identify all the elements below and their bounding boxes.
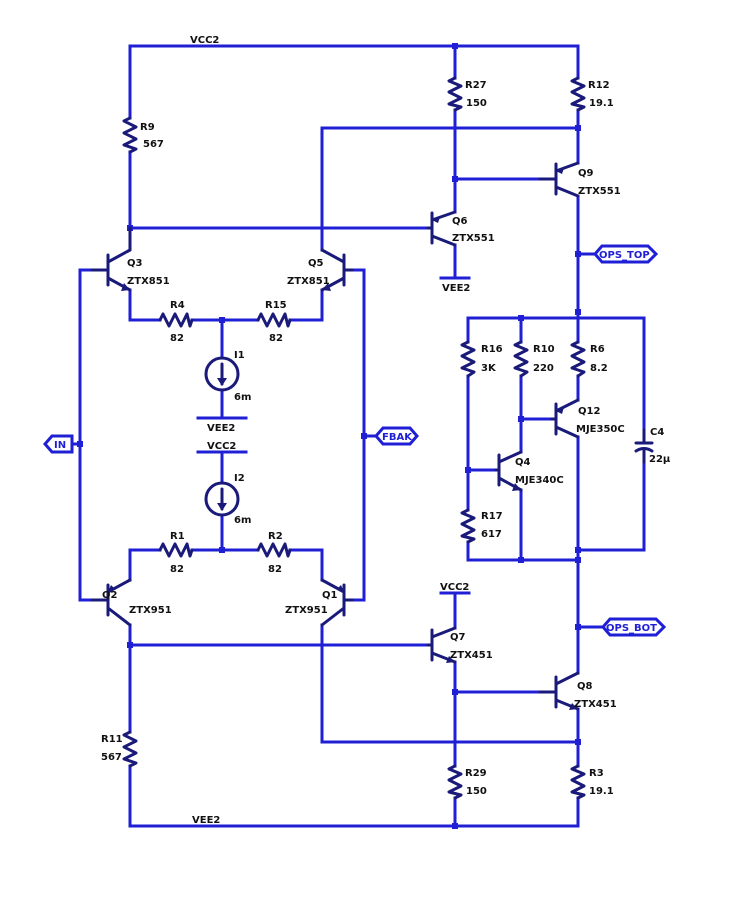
q5-ref: Q5 bbox=[308, 258, 324, 269]
r6-ref: R6 bbox=[590, 344, 605, 355]
vee-rail-label: VEE2 bbox=[192, 815, 220, 826]
r11-ref: R11 bbox=[101, 734, 123, 745]
r1-value: 82 bbox=[170, 564, 184, 575]
r12-ref: R12 bbox=[588, 80, 610, 91]
port-ops-top-label: OPS_TOP bbox=[599, 250, 650, 261]
resistor-r27: R27 150 bbox=[447, 76, 487, 112]
c4-value: 22µ bbox=[649, 454, 671, 465]
resistor-r12: R12 19.1 bbox=[570, 76, 614, 112]
r29-ref: R29 bbox=[465, 768, 487, 779]
r11-value: 567 bbox=[101, 752, 122, 763]
q4-part: MJE340C bbox=[515, 475, 564, 486]
r2-ref: R2 bbox=[268, 531, 283, 542]
port-fbak-label: FBAK bbox=[382, 432, 413, 443]
resistor-r16: R16 3K bbox=[460, 340, 503, 378]
r17-value: 617 bbox=[481, 529, 502, 540]
q3-part: ZTX851 bbox=[127, 276, 170, 287]
r6-value: 8.2 bbox=[590, 363, 608, 374]
q6-vee-label: VEE2 bbox=[442, 283, 470, 294]
resistor-r6: R6 8.2 bbox=[570, 340, 608, 378]
r10-ref: R10 bbox=[533, 344, 555, 355]
q1-ref: Q1 bbox=[322, 590, 338, 601]
transistor-q12: Q12 MJE350C bbox=[550, 398, 625, 439]
r15-value: 82 bbox=[269, 333, 283, 344]
q12-ref: Q12 bbox=[578, 406, 600, 417]
port-in: IN bbox=[43, 434, 74, 454]
q8-part: ZTX451 bbox=[574, 699, 617, 710]
current-source-i1: I1 6m bbox=[204, 350, 251, 403]
r9-value: 567 bbox=[143, 139, 164, 150]
transistor-q4: Q4 MJE340C bbox=[494, 450, 564, 492]
current-source-i2: I2 6m bbox=[204, 473, 251, 526]
r3-ref: R3 bbox=[589, 768, 604, 779]
r27-ref: R27 bbox=[465, 80, 487, 91]
i1-value: 6m bbox=[234, 392, 251, 403]
q7-part: ZTX451 bbox=[450, 650, 493, 661]
r3-value: 19.1 bbox=[589, 786, 614, 797]
wires bbox=[64, 44, 646, 828]
port-in-label: IN bbox=[54, 440, 66, 451]
transistor-q8: Q8 ZTX451 bbox=[538, 671, 617, 711]
port-ops-bot: OPS_BOT bbox=[601, 617, 667, 637]
q2-ref: Q2 bbox=[102, 590, 118, 601]
transistor-q2: Q2 ZTX951 bbox=[90, 578, 172, 627]
r27-value: 150 bbox=[466, 98, 487, 109]
resistor-r29: R29 150 bbox=[447, 764, 487, 800]
q6-part: ZTX551 bbox=[452, 233, 495, 244]
transistor-q9: Q9 ZTX551 bbox=[538, 161, 621, 198]
resistor-r3: R3 19.1 bbox=[570, 764, 614, 800]
transistor-q5: Q5 ZTX851 bbox=[287, 248, 354, 292]
transistor-q6: Q6 ZTX551 bbox=[426, 210, 495, 247]
q5-part: ZTX851 bbox=[287, 276, 330, 287]
capacitor-c4: C4 22µ bbox=[634, 427, 671, 465]
transistor-q7: Q7 ZTX451 bbox=[426, 626, 493, 664]
r12-value: 19.1 bbox=[589, 98, 614, 109]
transistor-q3: Q3 ZTX851 bbox=[90, 226, 170, 292]
q12-part: MJE350C bbox=[576, 424, 625, 435]
q9-part: ZTX551 bbox=[578, 186, 621, 197]
q4-ref: Q4 bbox=[515, 457, 531, 468]
transistor-q1: Q1 ZTX951 bbox=[285, 578, 354, 627]
resistor-r15: R15 82 bbox=[256, 300, 292, 344]
i2-ref: I2 bbox=[234, 473, 245, 484]
resistor-r1: R1 82 bbox=[158, 531, 194, 575]
resistor-r9: R9 567 bbox=[122, 116, 164, 154]
q6-ref: Q6 bbox=[452, 216, 468, 227]
i1-vee-label: VEE2 bbox=[207, 423, 235, 434]
q7-vcc-label: VCC2 bbox=[440, 582, 469, 593]
r1-ref: R1 bbox=[170, 531, 185, 542]
r4-ref: R4 bbox=[170, 300, 185, 311]
c4-ref: C4 bbox=[650, 427, 664, 438]
resistor-r17: R17 617 bbox=[460, 508, 503, 544]
r4-value: 82 bbox=[170, 333, 184, 344]
junctions bbox=[77, 43, 581, 829]
port-fbak: FBAK bbox=[374, 426, 419, 446]
resistor-r10: R10 220 bbox=[513, 340, 555, 378]
r15-ref: R15 bbox=[265, 300, 287, 311]
r10-value: 220 bbox=[533, 363, 554, 374]
port-ops-top: OPS_TOP bbox=[593, 244, 659, 264]
q8-ref: Q8 bbox=[577, 681, 593, 692]
r2-value: 82 bbox=[268, 564, 282, 575]
r17-ref: R17 bbox=[481, 511, 503, 522]
q3-ref: Q3 bbox=[127, 258, 143, 269]
q1-part: ZTX951 bbox=[285, 605, 328, 616]
q9-ref: Q9 bbox=[578, 168, 594, 179]
i1-ref: I1 bbox=[234, 350, 245, 361]
q7-ref: Q7 bbox=[450, 632, 466, 643]
i2-value: 6m bbox=[234, 515, 251, 526]
port-ops-bot-label: OPS_BOT bbox=[606, 623, 657, 634]
resistor-r2: R2 82 bbox=[256, 531, 292, 575]
r16-ref: R16 bbox=[481, 344, 503, 355]
r29-value: 150 bbox=[466, 786, 487, 797]
vcc-rail-label: VCC2 bbox=[190, 35, 219, 46]
q2-part: ZTX951 bbox=[129, 605, 172, 616]
net-labels: VCC2 VEE2 VEE2 VCC2 VCC2 VEE2 bbox=[190, 35, 470, 826]
r9-ref: R9 bbox=[140, 122, 155, 133]
resistor-r11: R11 567 bbox=[101, 730, 138, 768]
resistor-r4: R4 82 bbox=[158, 300, 194, 344]
i2-vcc-label: VCC2 bbox=[207, 441, 236, 452]
r16-value: 3K bbox=[481, 363, 497, 374]
